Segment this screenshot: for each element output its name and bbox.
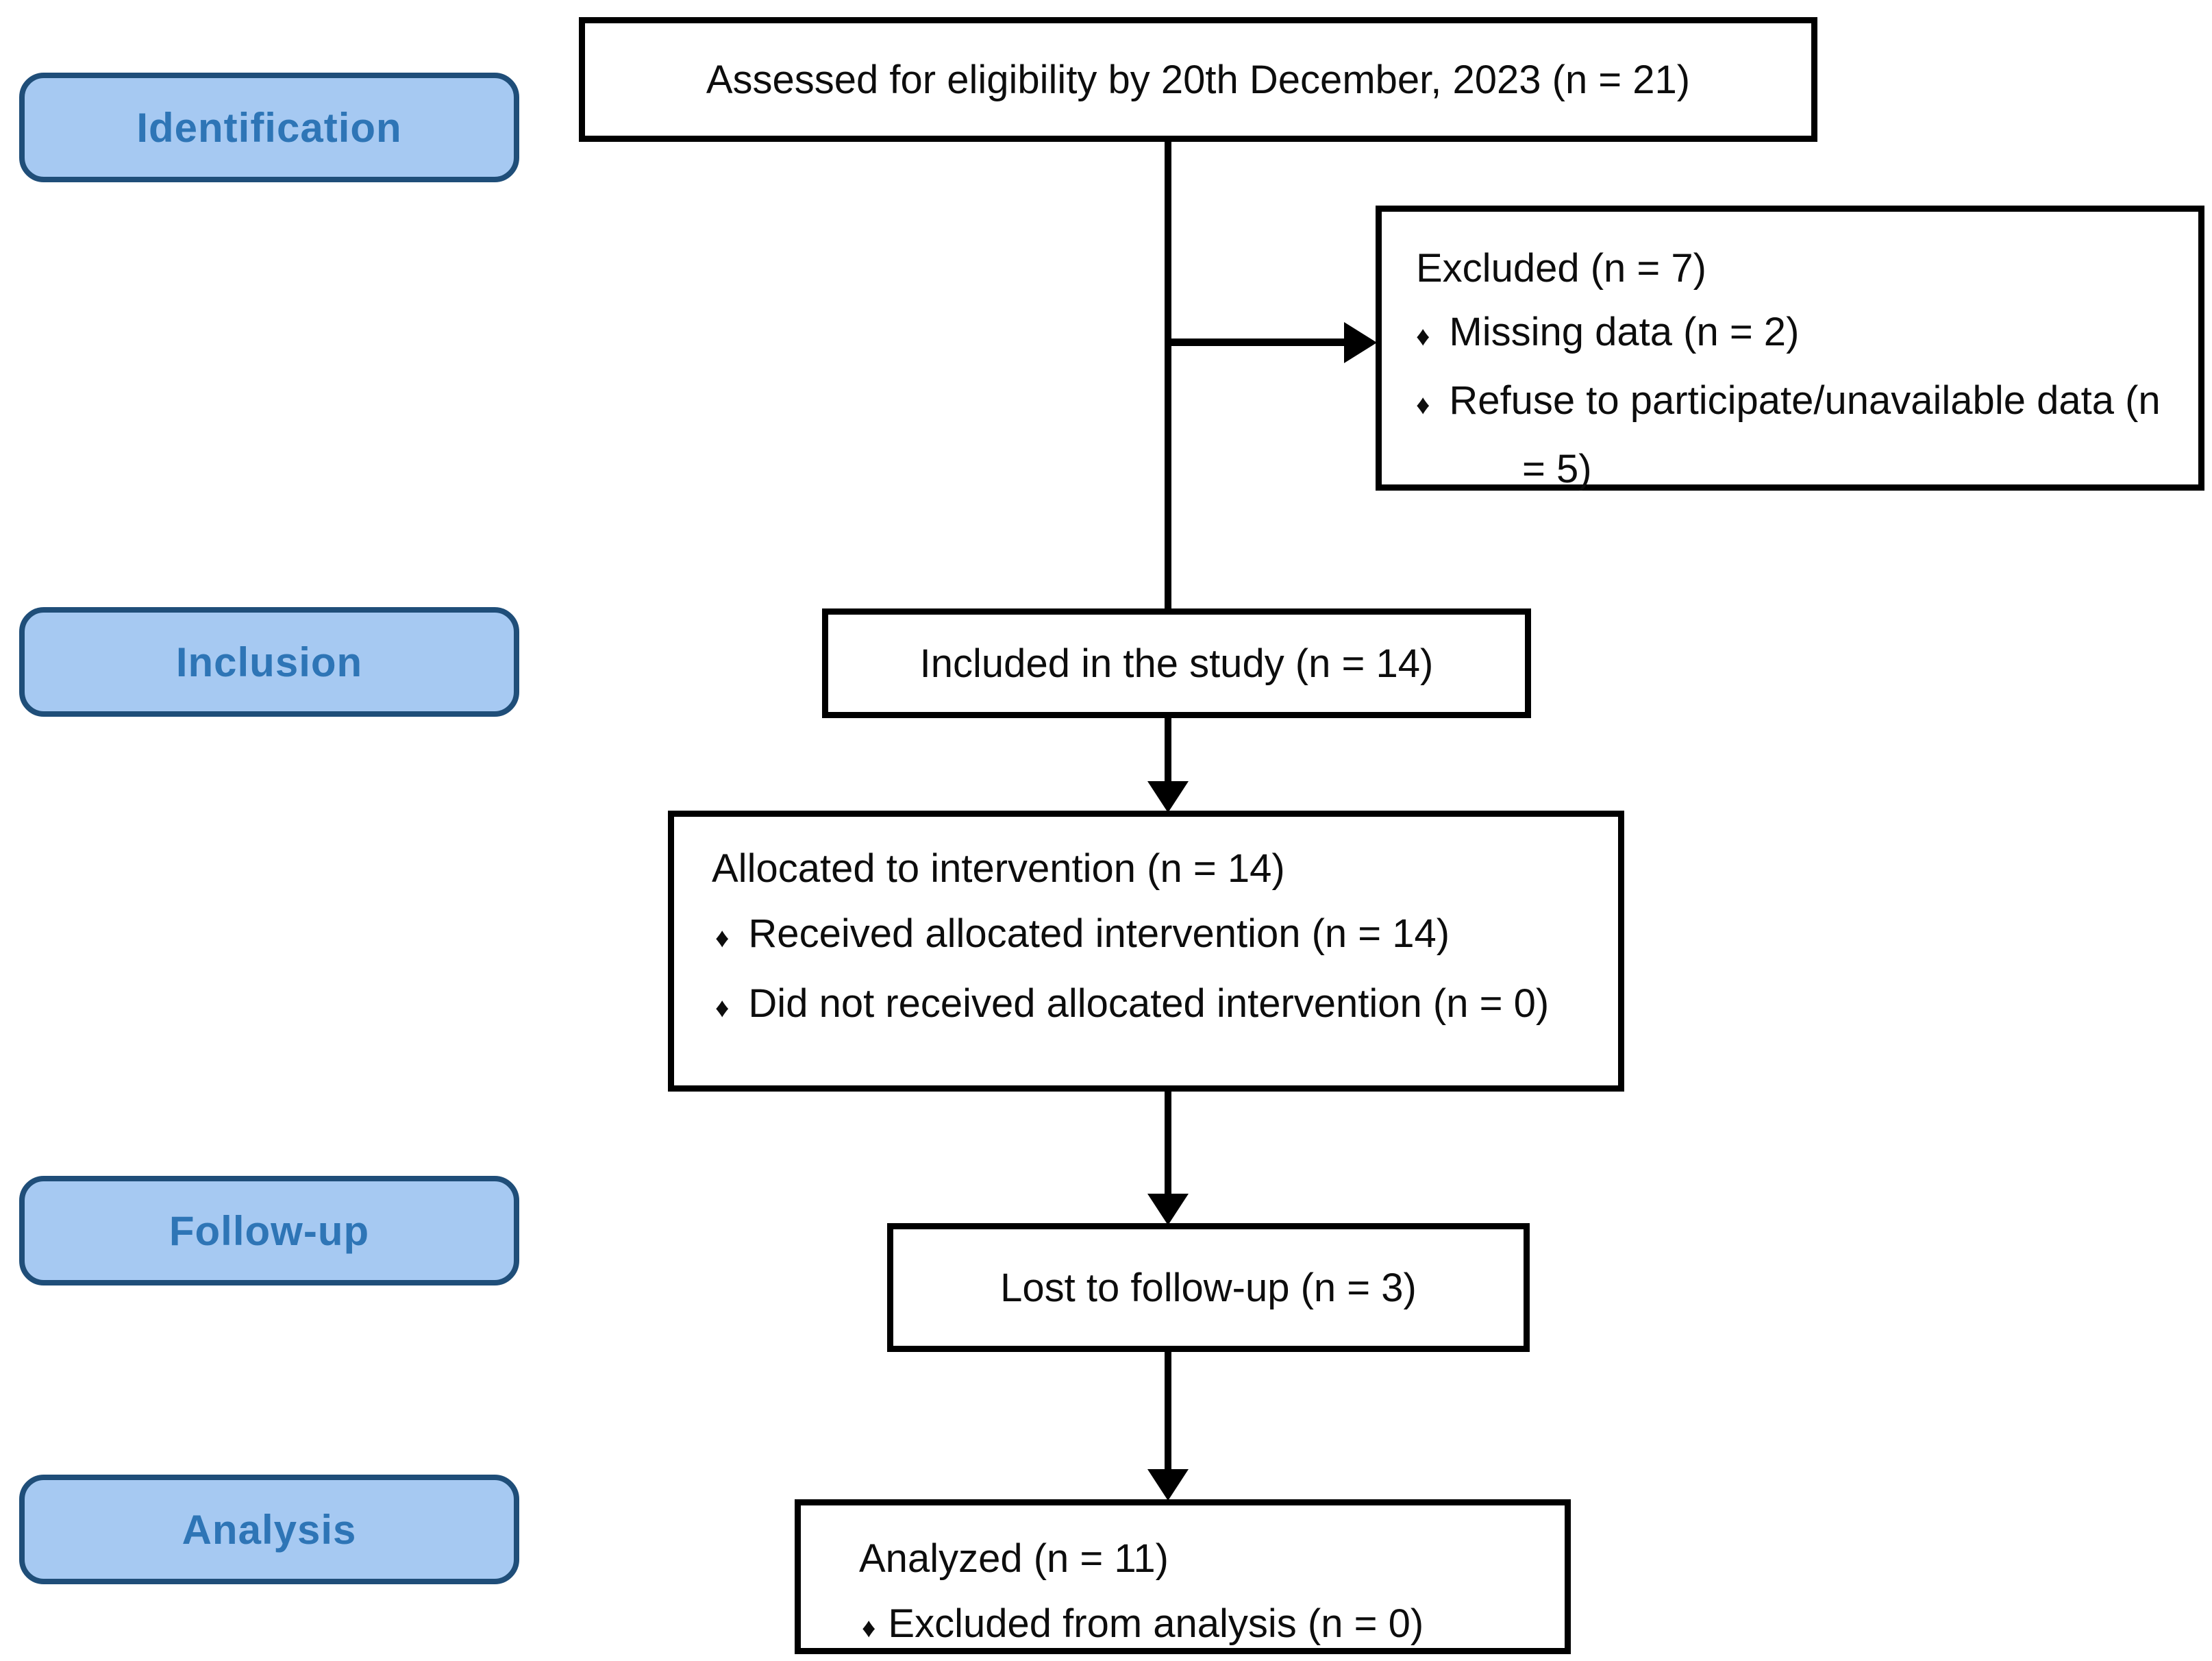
bullet-text: Excluded from analysis (n = 0) [888,1601,1424,1646]
box-text: Assessed for eligibility by 20th Decembe… [706,57,1691,102]
box-lost-to-follow-up: Lost to follow-up (n = 3) [887,1223,1530,1352]
bullet-diamond-icon: ♦ [715,993,730,1023]
box-text: Included in the study (n = 14) [919,641,1434,686]
bullet-text: Did not received allocated intervention … [748,981,1550,1026]
bullet-item: ♦ Did not received allocated intervention… [712,971,1601,1041]
stage-label-identification: Identification [19,73,519,182]
connector-branch-to-excluded [1168,339,1347,346]
bullet-text: Missing data (n = 2) [1449,310,1800,354]
connector-lost-to-analyzed [1165,1352,1171,1473]
stage-label-text: Identification [136,104,402,151]
box-excluded: Excluded (n = 7) ♦ Missing data (n = 2) ♦… [1376,206,2204,491]
box-analyzed: Analyzed (n = 11) ♦ Excluded from analysi… [795,1499,1571,1654]
stage-label-follow-up: Follow-up [19,1176,519,1285]
bullet-diamond-icon: ♦ [862,1613,876,1643]
bullet-list: ♦ Missing data (n = 2) ♦ Refuse to partici… [1416,300,2178,501]
stage-label-inclusion: Inclusion [19,607,519,717]
bullet-text: Received allocated intervention (n = 14) [748,911,1450,956]
arrowhead-right-icon [1344,322,1377,363]
bullet-diamond-icon: ♦ [715,923,730,953]
stage-label-text: Analysis [182,1506,357,1553]
bullet-list: ♦ Excluded from analysis (n = 0) [859,1591,1551,1661]
connector-included-to-allocated [1165,718,1171,787]
bullet-diamond-icon: ♦ [1416,390,1430,420]
arrowhead-down-icon [1147,1194,1189,1225]
arrowhead-down-icon [1147,1469,1189,1501]
bullet-item: ♦ Missing data (n = 2) [1416,300,2178,369]
connector-allocated-to-lost [1165,1092,1171,1198]
bullet-diamond-icon: ♦ [1416,321,1430,352]
bullet-list: ♦ Received allocated intervention (n = 14… [712,901,1601,1041]
bullet-item: ♦ Excluded from analysis (n = 0) [859,1591,1551,1661]
stage-label-text: Follow-up [169,1207,370,1254]
connector-assessed-to-included [1165,140,1171,613]
stage-label-text: Inclusion [175,639,363,685]
box-title: Allocated to intervention (n = 14) [712,846,1285,891]
box-title: Excluded (n = 7) [1416,246,1706,291]
arrowhead-down-icon [1147,781,1189,813]
bullet-item: ♦ Received allocated intervention (n = 14… [712,901,1601,971]
bullet-text: Refuse to participate/unavailable data (… [1449,378,2161,491]
box-assessed-for-eligibility: Assessed for eligibility by 20th Decembe… [579,17,1817,142]
stage-label-analysis: Analysis [19,1475,519,1584]
box-allocated-to-intervention: Allocated to intervention (n = 14) ♦ Rece… [668,811,1624,1092]
box-text: Lost to follow-up (n = 3) [1000,1265,1417,1310]
box-included-in-study: Included in the study (n = 14) [822,608,1531,718]
box-title: Analyzed (n = 11) [859,1536,1169,1581]
bullet-item: ♦ Refuse to participate/unavailable data … [1416,369,2178,501]
